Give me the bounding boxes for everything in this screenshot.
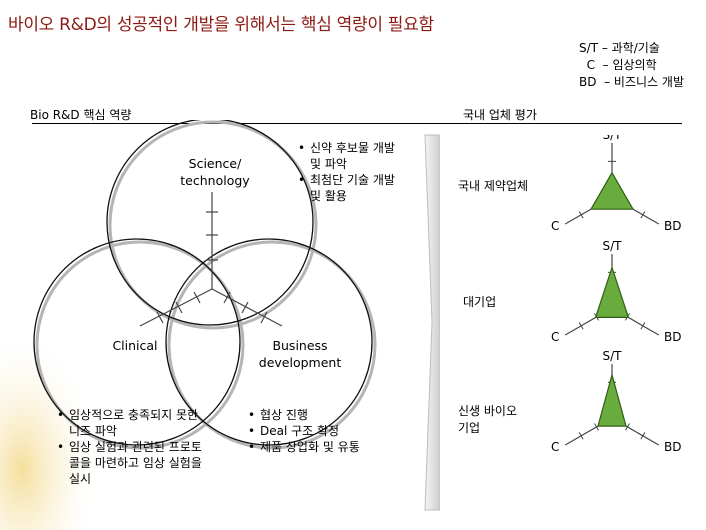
section-divider xyxy=(32,123,682,124)
radar-chart: S/T C BD xyxy=(551,349,681,454)
legend-item: S/T – 과학/기술 xyxy=(579,41,660,55)
radar-label-c: C xyxy=(551,219,559,233)
radar-tick xyxy=(640,432,646,440)
radar-tick xyxy=(594,423,600,431)
radar-label-c: C xyxy=(551,330,559,344)
radar-label-st: S/T xyxy=(603,349,623,363)
science-circle xyxy=(106,120,314,326)
bullet-item: 임상적으로 충족되지 못한 니즈 파악 xyxy=(57,407,212,439)
company-label-large: 대기업 xyxy=(463,295,497,309)
radar-tick xyxy=(578,211,584,219)
radar-chart: S/T C BD xyxy=(551,239,681,344)
company-label-pharma: 국내 제약업체 xyxy=(458,179,529,193)
bullet-item: 임상 실험과 관련된 프로토콜을 마련하고 임상 실험을 실시 xyxy=(57,439,212,487)
right-section-label: 국내 업체 평가 xyxy=(463,108,537,122)
bullet-item: 제품 상업화 및 유통 xyxy=(248,439,408,455)
venn-label-science: Science/ technology xyxy=(180,156,250,188)
radar-label-c: C xyxy=(551,440,559,454)
bullet-item: Deal 구조 확정 xyxy=(248,423,408,439)
radar-tick xyxy=(640,211,646,219)
clinical-bullets: 임상적으로 충족되지 못한 니즈 파악 임상 실험과 관련된 프로토콜을 마련하… xyxy=(57,407,212,487)
bullet-item: 신약 후보물 개발 및 파악 xyxy=(298,140,408,172)
radar-label-bd: BD xyxy=(664,219,681,233)
radar-chart: S/T C BD xyxy=(551,135,681,233)
bullet-item: 협상 진행 xyxy=(248,407,408,423)
radar-label-bd: BD xyxy=(664,440,681,454)
science-circle-shadow xyxy=(108,120,318,330)
radar-label-st: S/T xyxy=(603,135,623,142)
transition-arrow xyxy=(424,134,440,511)
radar-tick xyxy=(624,423,630,431)
left-section-label: Bio R&D 핵심 역량 xyxy=(30,108,132,122)
science-bullets: 신약 후보물 개발 및 파악 최첨단 기술 개발 및 활용 xyxy=(298,140,408,204)
radar-label-bd: BD xyxy=(664,330,681,344)
legend: S/T – 과학/기술 C – 임상의학 BD – 비즈니스 개발 xyxy=(579,40,684,91)
legend-item: BD – 비즈니스 개발 xyxy=(579,75,684,89)
radar-tick xyxy=(578,322,584,330)
business-bullets: 협상 진행 Deal 구조 확정 제품 상업화 및 유통 xyxy=(248,407,408,455)
venn-label-business: Business development xyxy=(258,338,342,370)
radar-area xyxy=(589,171,635,210)
radar-charts: S/T C BD S/T C BD S/T C BD xyxy=(551,135,681,454)
legend-item: C – 임상의학 xyxy=(579,58,657,72)
bullet-item: 최첨단 기술 개발 및 활용 xyxy=(298,172,408,204)
page-title: 바이오 R&D의 성공적인 개발을 위해서는 핵심 역량이 필요함 xyxy=(8,15,434,35)
radar-area xyxy=(594,265,630,318)
radar-area xyxy=(597,372,627,427)
center-axes xyxy=(139,192,283,327)
company-label-startup: 신생 바이오 기업 xyxy=(458,404,518,435)
radar-tick xyxy=(640,322,646,330)
venn-label-clinical: Clinical xyxy=(112,338,158,353)
radar-label-st: S/T xyxy=(603,239,623,253)
radar-tick xyxy=(578,432,584,440)
